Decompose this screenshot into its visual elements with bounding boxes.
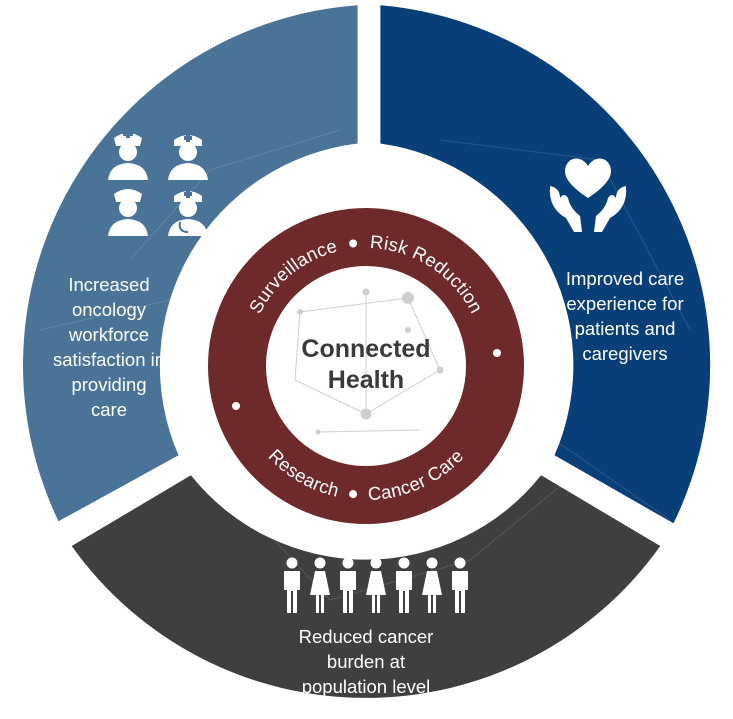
person-man-icon (284, 557, 300, 613)
workforce-segment (23, 5, 358, 522)
care-experience-text: Improved care experience for patients an… (565, 268, 685, 364)
person-woman-icon (422, 557, 442, 613)
person-man-icon (340, 557, 356, 613)
center-network (294, 288, 444, 435)
population-text: Reduced cancer burden at population leve… (298, 626, 434, 697)
person-woman-icon (366, 557, 386, 613)
center-title: Connected Health (301, 335, 431, 394)
care-experience-segment (380, 5, 711, 524)
ring-separator-dot: ● (346, 231, 360, 253)
person-man-icon (452, 557, 468, 613)
population-icon (284, 557, 468, 613)
person-woman-icon (310, 557, 330, 613)
ring-dot-left (232, 402, 240, 410)
ring-dot-right (493, 349, 501, 357)
population-segment (71, 475, 661, 698)
workforce-text: Increased oncology workforce satisfactio… (52, 274, 166, 420)
heart-hands-icon (549, 158, 627, 232)
person-man-icon (396, 557, 412, 613)
healthcare-workers-icon (108, 130, 208, 236)
ring-separator-dot: ● (347, 482, 361, 504)
